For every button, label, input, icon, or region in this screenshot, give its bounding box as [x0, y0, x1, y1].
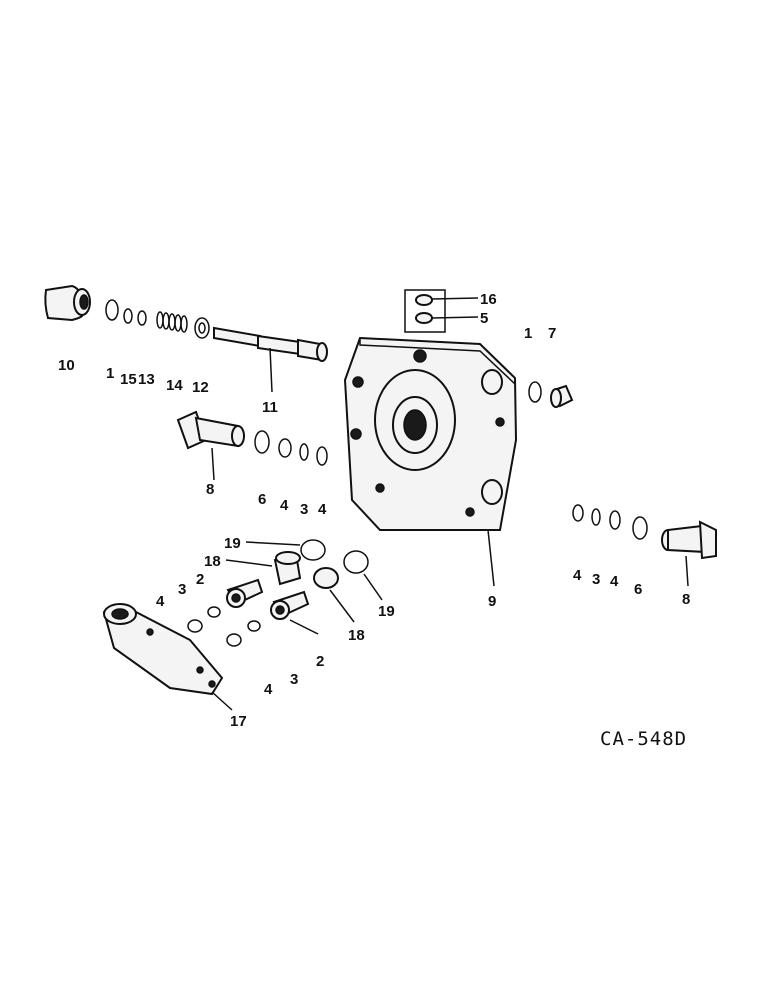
- part-18-sleeve-top: [273, 551, 302, 586]
- part-3-ring-b: [591, 508, 601, 526]
- part-10-cap: [44, 284, 91, 322]
- label-4-e: 4: [156, 593, 165, 610]
- label-15: 15: [120, 371, 137, 388]
- label-16: 16: [480, 291, 497, 308]
- leader-lines: [211, 347, 689, 711]
- part-11-spool: [213, 326, 328, 362]
- label-9: 9: [488, 593, 496, 610]
- part-1-oring: [105, 299, 119, 321]
- label-4-f: 4: [264, 681, 273, 698]
- label-19-top: 19: [224, 535, 241, 552]
- part-3-ring-c: [207, 606, 221, 618]
- label-4-d: 4: [610, 573, 619, 590]
- label-4-c: 4: [573, 567, 582, 584]
- label-3-b: 3: [592, 571, 600, 588]
- part-18-sleeve-bottom: [313, 567, 339, 589]
- part-4-ring-a: [278, 438, 292, 458]
- part-2-valve-top: [226, 578, 264, 608]
- label-13: 13: [138, 371, 155, 388]
- part-19-ring-top: [300, 539, 326, 561]
- part-3-ring-d: [247, 620, 261, 632]
- part-16-5-inset: [404, 289, 479, 333]
- part-4-ring-e: [187, 619, 203, 633]
- label-3-a: 3: [300, 501, 308, 518]
- part-12-washer: [194, 317, 210, 339]
- part-8-fitting-right: [661, 520, 717, 560]
- part-13-ring: [137, 310, 147, 326]
- label-17: 17: [230, 713, 247, 730]
- part-2-valve-bottom: [270, 590, 310, 620]
- label-3-c: 3: [178, 581, 186, 598]
- part-15-ring: [123, 308, 133, 324]
- callout-labels: 10 1 15 13 14 12 11 16 5 1 7 8 6 4 3 4 9…: [58, 291, 690, 730]
- label-11: 11: [262, 399, 278, 416]
- label-6-right: 6: [634, 581, 642, 598]
- label-2-bottom: 2: [316, 653, 324, 670]
- label-4-b: 4: [318, 501, 327, 518]
- label-3-d: 3: [290, 671, 298, 688]
- label-18-bottom: 18: [348, 627, 365, 644]
- part-8-fitting-left: [176, 410, 245, 450]
- part-1-oring-right: [528, 381, 542, 403]
- label-6-left: 6: [258, 491, 266, 508]
- part-14-spring: [156, 311, 188, 333]
- diagram-code: CA-548D: [600, 728, 687, 750]
- label-10: 10: [58, 357, 75, 374]
- part-6-ring-left: [254, 430, 270, 454]
- part-4-ring-d: [609, 510, 621, 530]
- label-7: 7: [548, 325, 556, 342]
- part-4-ring-c: [572, 504, 584, 522]
- part-17-manifold: [102, 603, 224, 696]
- label-2-top: 2: [196, 571, 204, 588]
- label-8-right: 8: [682, 591, 690, 608]
- label-19-bottom: 19: [378, 603, 395, 620]
- part-3-ring-a: [299, 443, 309, 461]
- label-14: 14: [166, 377, 183, 394]
- label-18-top: 18: [204, 553, 221, 570]
- label-1-right: 1: [524, 325, 532, 342]
- part-9-housing: [343, 336, 518, 531]
- part-4-ring-f: [226, 633, 242, 647]
- label-1: 1: [106, 365, 114, 382]
- part-19-ring-bottom: [343, 550, 369, 574]
- label-4-a: 4: [280, 497, 289, 514]
- part-7-plug: [550, 384, 574, 408]
- label-5: 5: [480, 310, 488, 327]
- part-6-ring-right: [632, 516, 648, 540]
- label-8-left: 8: [206, 481, 214, 498]
- label-12: 12: [192, 379, 209, 396]
- part-4-ring-b: [316, 446, 328, 466]
